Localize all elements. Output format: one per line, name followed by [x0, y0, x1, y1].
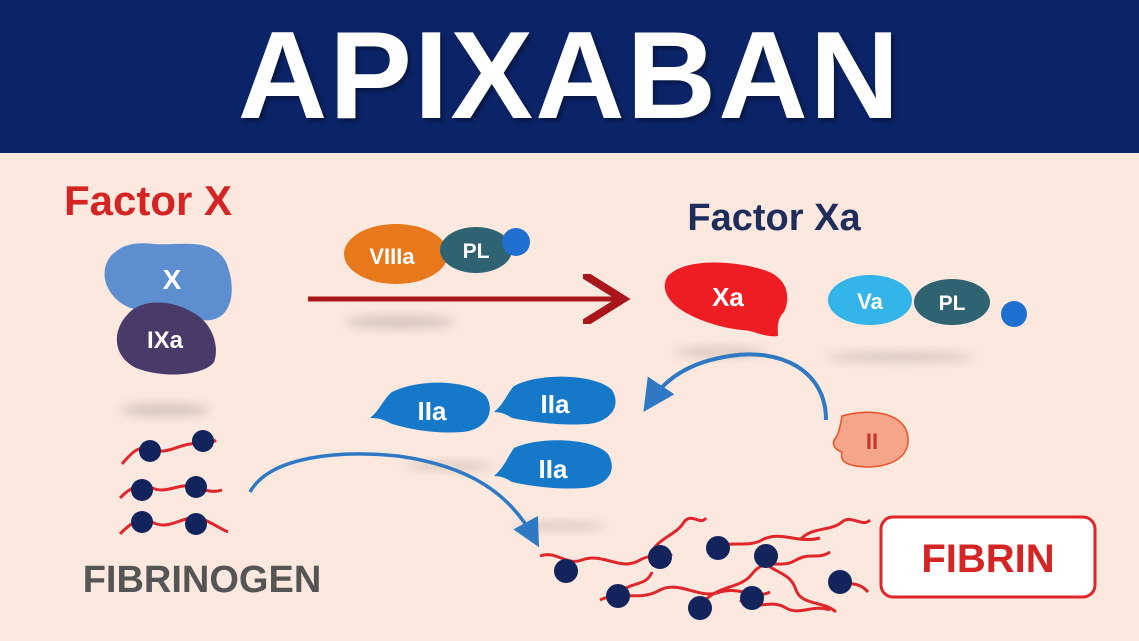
ixa-shape: [116, 302, 216, 375]
fibrin-box: [879, 515, 1097, 599]
xa-shape: [664, 262, 788, 337]
shadow: [120, 403, 210, 417]
xa-label: Xa: [712, 282, 744, 312]
shadow: [825, 351, 975, 363]
fibrin-label: FIBRIN: [921, 537, 1054, 581]
fibrin-nodes: [554, 536, 852, 620]
shadow: [345, 315, 455, 329]
fibrinogen-molecules: [118, 430, 229, 536]
title-banner: APIXABAN: [0, 0, 1139, 153]
pl-right-shape: [914, 279, 990, 325]
factor-x-heading: Factor X: [64, 177, 232, 224]
pl-left-label: PL: [463, 240, 490, 263]
factor-x-shape: [104, 243, 232, 321]
pl-right-label: PL: [939, 292, 966, 315]
thrombin-label: IIa: [418, 396, 447, 426]
ixa-label: IXa: [147, 327, 184, 354]
fibrin-formation-arrow: [248, 452, 540, 548]
factor-x-enzyme-label: X: [163, 264, 182, 295]
calcium-dot-right: [1001, 301, 1027, 327]
prothrombin-shape: [832, 411, 909, 468]
thrombin-shape: [494, 376, 616, 425]
shadow: [405, 461, 495, 471]
viiia-label: VIIIa: [369, 244, 415, 269]
viiia-shape: [344, 224, 448, 284]
factor-xa-heading: Factor Xa: [687, 197, 861, 239]
page-title: APIXABAN: [237, 7, 902, 145]
fibrinogen-label: FIBRINOGEN: [83, 559, 322, 601]
thrombin-label: IIa: [539, 454, 568, 484]
pl-left-shape: [440, 227, 512, 273]
thrombin-shape: [370, 382, 490, 433]
prothrombin-conversion-arrow: [643, 352, 828, 421]
thrombin-label: IIa: [541, 389, 570, 419]
calcium-dot-left: [502, 228, 530, 256]
prothrombin-label: II: [866, 429, 878, 454]
va-shape: [828, 275, 912, 325]
thrombin-shape: [494, 440, 612, 489]
va-label: Va: [857, 289, 883, 314]
